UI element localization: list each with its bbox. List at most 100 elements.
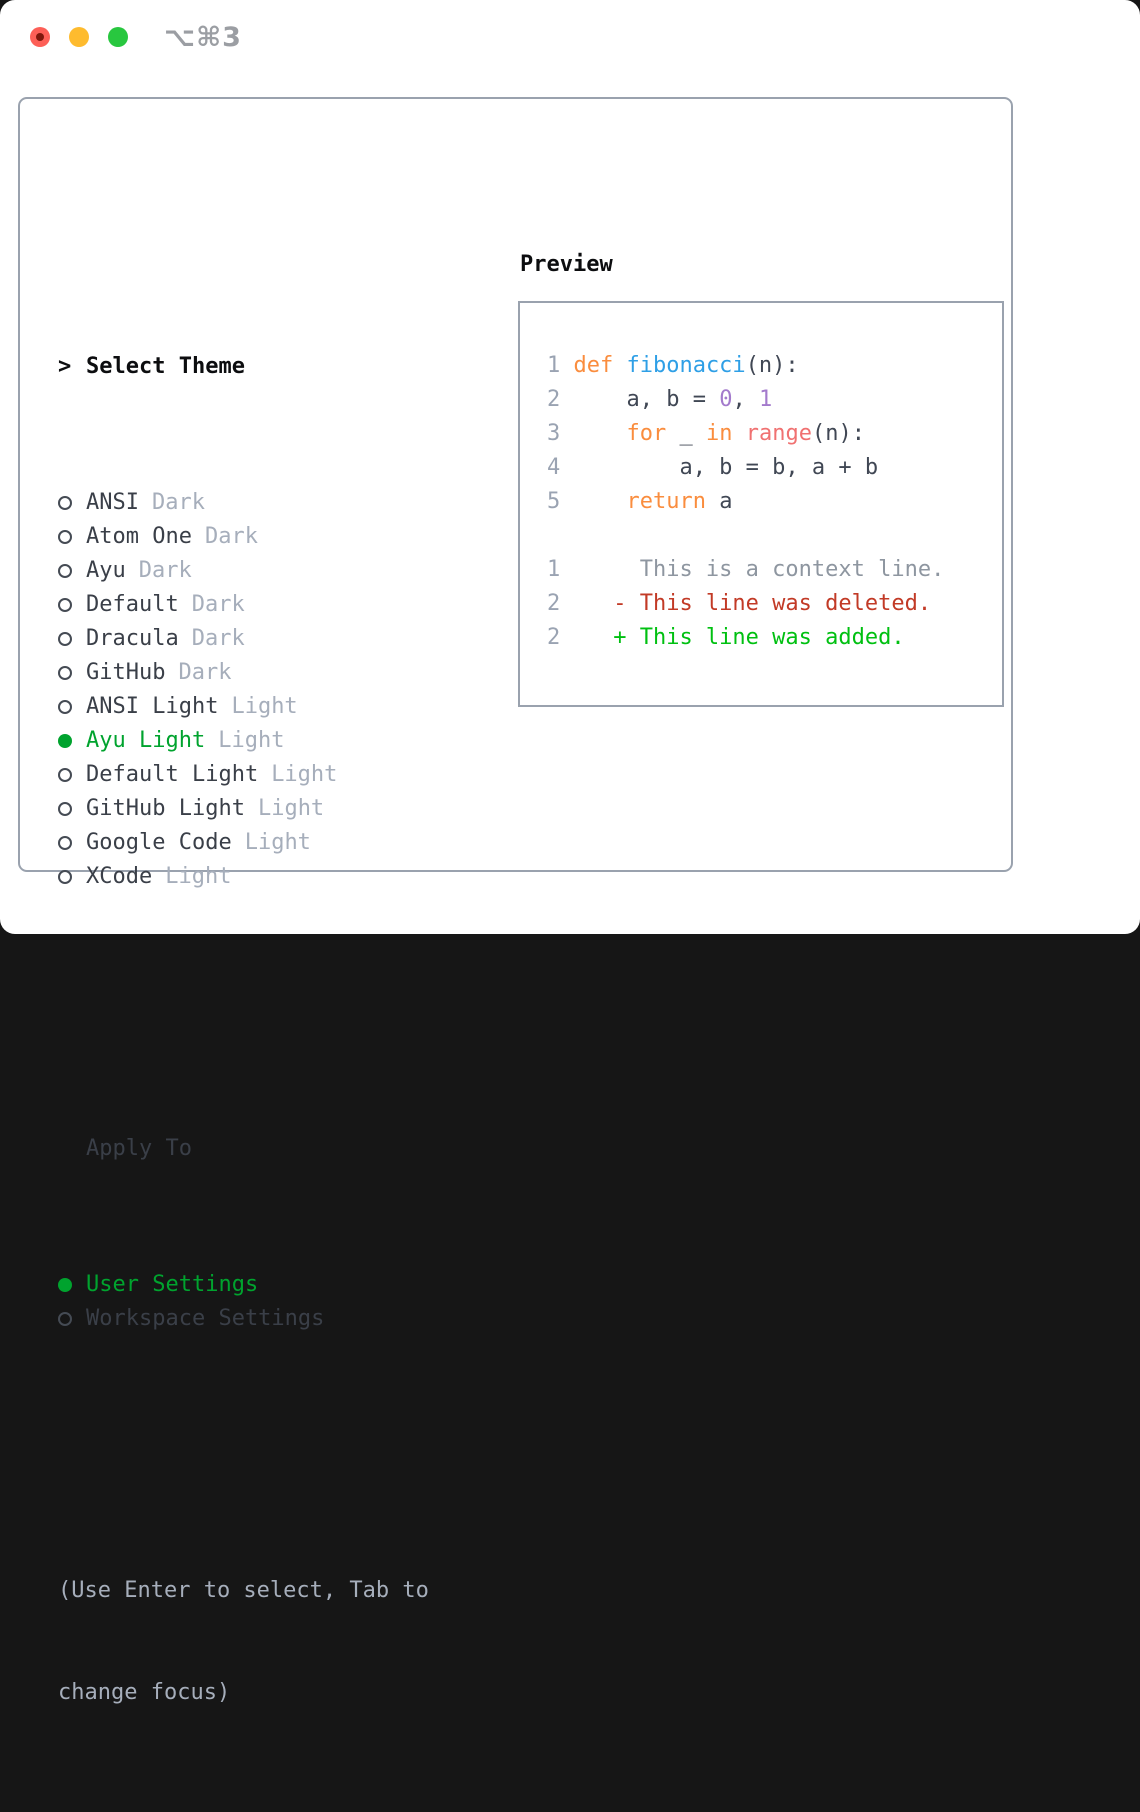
radio-icon [58, 598, 86, 612]
code-segment-function: fibonacci [626, 353, 746, 378]
code-segment-code [573, 421, 626, 446]
theme-variant-tag: Light [271, 762, 338, 787]
line-number: 2 [547, 625, 561, 650]
radio-icon [58, 632, 86, 646]
theme-option[interactable]: Default Dark [58, 588, 429, 622]
radio-icon [58, 666, 86, 680]
theme-option-label: ANSI Light [86, 694, 219, 719]
theme-option[interactable]: ANSI Dark [58, 486, 429, 520]
help-text-line-2: change focus) [58, 1680, 231, 1705]
preview-code-line: 1 def fibonacci(n): [547, 349, 1002, 383]
theme-option[interactable]: Default Light Light [58, 758, 429, 792]
theme-option-label: Ayu Light [86, 728, 206, 753]
theme-variant-tag: Dark [204, 524, 258, 549]
theme-variant-tag: Light [231, 694, 298, 719]
theme-option-label: Dracula [86, 626, 179, 651]
radio-icon [58, 870, 86, 884]
theme-option[interactable]: Atom One Dark [58, 520, 429, 554]
code-segment-deleted: - This line was deleted. [573, 591, 932, 616]
theme-option[interactable]: Ayu Light Light [58, 724, 429, 758]
theme-option[interactable]: GitHub Light Light [58, 792, 429, 826]
spacer-row [58, 1438, 429, 1472]
theme-variant-tag: Dark [138, 558, 192, 583]
apply-target-option[interactable]: Workspace Settings [58, 1302, 429, 1336]
preview-code-line: 3 for _ in range(n): [547, 417, 1002, 451]
line-number: 1 [547, 557, 561, 582]
preview-code-line: 2 + This line was added. [547, 621, 1002, 655]
code-segment-keyword: return [626, 489, 706, 514]
code-segment-keyword: for [626, 421, 667, 446]
code-segment-code [573, 489, 626, 514]
theme-variant-tag: Light [218, 728, 285, 753]
theme-variant-tag: Light [244, 830, 311, 855]
theme-option-label: GitHub Light [86, 796, 245, 821]
maximize-button[interactable] [108, 27, 128, 47]
code-segment-code: _ [666, 421, 706, 446]
apply-to-title: Apply To [86, 1136, 192, 1161]
apply-target-option[interactable]: User Settings [58, 1268, 429, 1302]
select-theme-title: Select Theme [86, 354, 245, 379]
line-number: 3 [547, 421, 561, 446]
theme-option-label: Atom One [86, 524, 192, 549]
radio-icon [58, 836, 86, 850]
radio-icon [58, 530, 86, 544]
window-title-shortcut: ⌥⌘3 [164, 22, 242, 53]
line-number: 2 [547, 387, 561, 412]
theme-option[interactable]: Dracula Dark [58, 622, 429, 656]
preview-code-line: 1 This is a context line. [547, 553, 1002, 587]
preview-code-line: 2 - This line was deleted. [547, 587, 1002, 621]
apply-to-header: Apply To [58, 1132, 429, 1166]
preview-title: Preview [520, 252, 613, 277]
theme-option-label: Google Code [86, 830, 232, 855]
theme-option[interactable]: Google Code Light [58, 826, 429, 860]
preview-code-line: 4 a, b = b, a + b [547, 451, 1002, 485]
radio-icon [58, 564, 86, 578]
theme-variant-tag: Dark [151, 490, 205, 515]
code-segment-code: (n): [811, 421, 865, 446]
theme-option-label: Default Light [86, 762, 259, 787]
line-number: 5 [547, 489, 561, 514]
radio-icon [58, 768, 86, 782]
spacer-row [58, 996, 429, 1030]
line-number: 2 [547, 591, 561, 616]
code-segment-keyword: def [573, 353, 627, 378]
minimize-button[interactable] [69, 27, 89, 47]
code-segment-code: (n): [745, 353, 799, 378]
theme-variant-tag: Light [165, 864, 232, 889]
theme-option-label: Ayu [86, 558, 126, 583]
window-controls [30, 27, 128, 47]
code-segment-code: a [705, 489, 733, 514]
theme-variant-tag: Dark [178, 660, 232, 685]
code-segment-number: 0 [719, 387, 733, 412]
code-segment-code [732, 421, 745, 446]
theme-variant-tag: Dark [191, 592, 245, 617]
select-theme-header: >Select Theme [58, 350, 429, 384]
code-segment-code: a, b = [573, 387, 720, 412]
code-segment-context: This is a context line. [573, 557, 945, 582]
code-segment-keyword: in [705, 421, 733, 446]
code-segment-number: 1 [758, 387, 773, 412]
code-segment-added: + This line was added. [573, 625, 905, 650]
radio-icon [58, 802, 86, 816]
theme-option-label: ANSI [86, 490, 139, 515]
radio-icon [58, 496, 86, 510]
code-segment-call: range [745, 421, 812, 446]
help-text-line-1: (Use Enter to select, Tab to [58, 1578, 429, 1603]
theme-option-label: Default [86, 592, 179, 617]
line-number: 1 [547, 353, 561, 378]
theme-variant-tag: Dark [191, 626, 245, 651]
theme-option[interactable]: Ayu Dark [58, 554, 429, 588]
theme-option[interactable]: ANSI Light Light [58, 690, 429, 724]
theme-variant-tag: Light [257, 796, 325, 821]
close-button[interactable] [30, 27, 50, 47]
radio-icon [58, 700, 86, 714]
preview-code-line [547, 519, 1002, 553]
